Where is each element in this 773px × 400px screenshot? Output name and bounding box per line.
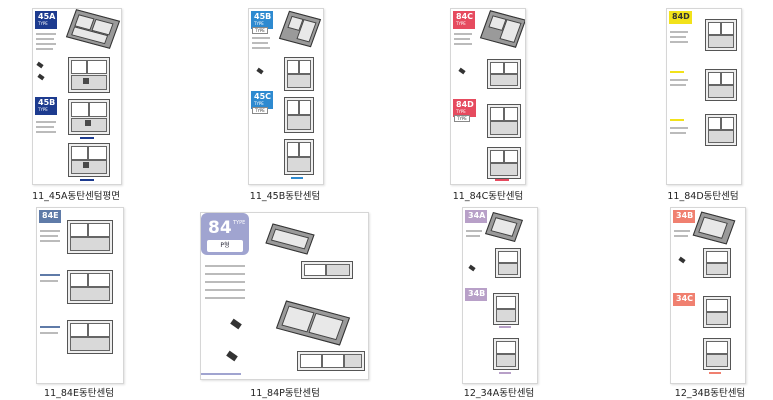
- type-badge: 34A: [465, 210, 488, 223]
- isometric-plan: [479, 10, 525, 48]
- file-thumbnail[interactable]: 34A 34B: [462, 207, 538, 384]
- floor-plan: [284, 97, 314, 133]
- floor-plan: [493, 338, 519, 370]
- file-name[interactable]: 12_34A동탄센텀: [463, 388, 535, 399]
- file-name[interactable]: 11_45A동탄센텀평면: [32, 191, 120, 202]
- file-thumbnail[interactable]: 34B 34C: [670, 207, 746, 384]
- file-name[interactable]: 11_84C동탄센텀: [452, 191, 524, 202]
- floor-plan: [67, 220, 113, 254]
- floor-plan: [703, 296, 731, 328]
- isometric-plan: [692, 211, 736, 245]
- floor-plan: [705, 69, 737, 101]
- floor-plan: [495, 248, 521, 278]
- floor-plan: [703, 248, 731, 278]
- floor-plan: [705, 19, 737, 51]
- file-tile-84e[interactable]: 84E 11_84E동탄센텀: [0, 205, 190, 400]
- file-tile-84d[interactable]: 84D 11_84D동탄센텀: [583, 0, 773, 205]
- floor-plan: [68, 143, 110, 177]
- file-tile-34b[interactable]: 34B 34C 12_34B동탄센텀: [590, 205, 773, 400]
- floor-plan: [297, 351, 365, 371]
- floor-plan: [67, 320, 113, 354]
- isometric-plan: [265, 223, 315, 255]
- type-badge: 84E: [39, 210, 61, 223]
- floor-plan: [703, 338, 731, 370]
- floor-plan: [705, 114, 737, 146]
- floor-plan: [487, 104, 521, 138]
- isometric-plan: [65, 9, 121, 49]
- file-name[interactable]: 11_45B동탄센텀: [249, 191, 321, 202]
- type-badge: 84D: [669, 11, 692, 24]
- file-tile-84p[interactable]: 84 TYPE P형 11_84P동탄센텀: [190, 205, 390, 400]
- type-badge: 34B: [673, 210, 696, 223]
- floor-plan: [284, 139, 314, 175]
- isometric-plan: [278, 10, 322, 48]
- floor-plan: [68, 57, 110, 93]
- floor-plan: [493, 293, 519, 325]
- file-thumbnail[interactable]: 84 TYPE P형: [200, 212, 369, 380]
- floor-plan: [284, 57, 314, 91]
- floor-plan: [67, 270, 113, 304]
- floor-plan: [487, 59, 521, 89]
- file-name[interactable]: 11_84D동탄센텀: [667, 191, 739, 202]
- file-thumbnail[interactable]: 84E: [36, 207, 124, 384]
- file-thumbnail[interactable]: 84D: [666, 8, 742, 185]
- type-badge: 84 TYPE P형: [201, 213, 249, 255]
- floor-plan: [68, 99, 110, 135]
- file-name[interactable]: 11_84E동탄센텀: [44, 388, 114, 399]
- floor-plan: [301, 261, 353, 279]
- type-badge: 34B: [465, 288, 488, 301]
- type-badge: 34C: [673, 293, 696, 306]
- file-name[interactable]: 12_34B동탄센텀: [674, 388, 746, 399]
- isometric-plan: [484, 211, 524, 243]
- file-tile-34a[interactable]: 34A 34B 12_34A동탄센텀: [400, 205, 590, 400]
- isometric-plan: [275, 300, 351, 346]
- floor-plan: [487, 147, 521, 179]
- file-name[interactable]: 11_84P동탄센텀: [250, 388, 320, 399]
